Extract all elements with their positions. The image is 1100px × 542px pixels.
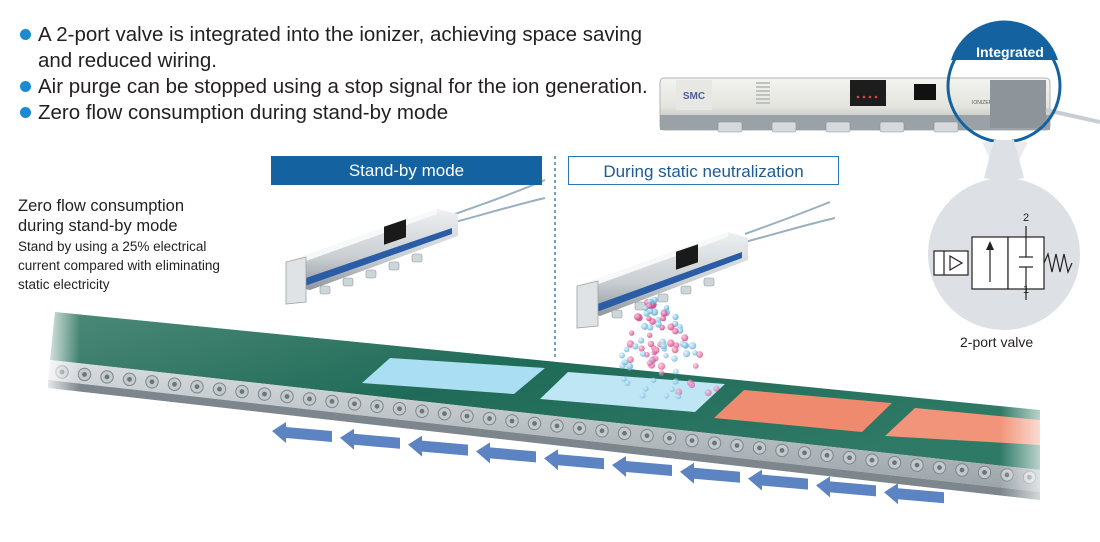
port-label-top: 2 xyxy=(1023,212,1029,224)
ion-particle xyxy=(638,337,645,344)
ion-particle xyxy=(672,378,679,385)
integrated-badge: Integrated xyxy=(976,44,1044,60)
ionizer-product-image: SMC IONIZER xyxy=(659,77,1100,133)
ion-particle xyxy=(660,315,667,322)
bullet-text: Air purge can be stopped using a stop si… xyxy=(38,75,648,98)
standby-detail-line: static electricity xyxy=(18,277,110,292)
ion-particle xyxy=(642,385,649,392)
ion-particle xyxy=(671,346,679,354)
bullet-text: Zero flow consumption during stand-by mo… xyxy=(38,101,449,124)
ion-particle xyxy=(672,313,679,321)
ion-particle xyxy=(663,393,670,399)
ion-particle xyxy=(647,324,654,331)
ion-particle xyxy=(646,360,653,366)
ion-particle xyxy=(646,316,652,322)
ion-particle xyxy=(641,322,649,330)
flow-arrow-icon xyxy=(612,456,672,477)
ion-particle xyxy=(713,385,720,392)
ion-particle xyxy=(629,330,635,336)
conveyor-direction-arrows xyxy=(272,422,944,505)
ion-particle xyxy=(671,355,678,362)
standby-title-line: during stand-by mode xyxy=(18,217,178,235)
conveyor-belt xyxy=(48,312,1040,500)
ion-particle xyxy=(650,377,657,383)
ion-particle xyxy=(692,363,699,369)
ion-particle xyxy=(632,343,639,350)
bullet-dot-icon xyxy=(20,81,31,92)
ion-particle-icon xyxy=(619,296,720,400)
ion-particle xyxy=(688,342,697,350)
ion-particle xyxy=(667,339,675,348)
ion-particle xyxy=(682,350,691,358)
flow-arrow-icon xyxy=(340,428,400,450)
ion-particle xyxy=(624,380,631,386)
ion-particle xyxy=(657,362,666,370)
flow-arrow-icon xyxy=(816,476,876,498)
ion-particle xyxy=(655,321,662,328)
standby-description: Zero flow consumption during stand-by mo… xyxy=(18,196,268,293)
ion-particle xyxy=(675,393,682,400)
flow-arrow-icon xyxy=(544,449,604,471)
ion-particle xyxy=(639,392,646,399)
bullet-item: A 2-port valve is integrated into the io… xyxy=(20,22,660,74)
bullet-dot-icon xyxy=(20,107,31,118)
flow-arrow-icon xyxy=(748,469,808,491)
brand-logo: SMC xyxy=(683,91,705,102)
standby-title-line: Zero flow consumption xyxy=(18,197,184,215)
valve-caption: 2-port valve xyxy=(960,334,1034,350)
feature-bullet-list: A 2-port valve is integrated into the io… xyxy=(20,22,660,126)
ion-particle xyxy=(659,341,667,350)
ion-particle xyxy=(619,352,625,359)
ion-particle xyxy=(647,340,655,348)
ion-particle xyxy=(653,355,659,362)
ion-particle xyxy=(634,313,642,321)
conveyor-rollers xyxy=(55,365,1037,485)
port-label-bottom: 1 xyxy=(1023,284,1029,296)
ion-particle xyxy=(642,305,649,312)
ionizer-neutralizing xyxy=(576,201,836,329)
ion-particle xyxy=(669,386,675,393)
flow-arrow-icon xyxy=(884,483,944,505)
ion-particle xyxy=(660,310,668,317)
ion-particle xyxy=(647,308,654,314)
ion-particle xyxy=(639,350,646,357)
ion-particle xyxy=(621,376,627,382)
neutralization-mode-label: During static neutralization xyxy=(568,156,839,185)
ion-particle xyxy=(667,323,675,331)
ion-particle xyxy=(658,370,665,377)
ion-particle xyxy=(663,305,670,311)
ion-particle xyxy=(704,389,712,397)
ion-particle xyxy=(623,359,629,365)
ion-particle xyxy=(663,352,669,359)
flow-arrow-icon xyxy=(272,422,332,443)
ion-particle xyxy=(696,351,703,358)
ion-particle xyxy=(672,328,679,335)
standby-detail-line: current compared with eliminating xyxy=(18,258,220,273)
ionizer-standby xyxy=(285,179,546,305)
bullet-item: Zero flow consumption during stand-by mo… xyxy=(20,100,660,126)
ion-particle xyxy=(681,341,688,349)
ion-particle xyxy=(688,381,696,389)
ion-particle xyxy=(627,356,634,363)
ion-particle xyxy=(623,346,630,353)
standby-detail-line: Stand by using a 25% electrical xyxy=(18,239,207,254)
model-label: IONIZER xyxy=(972,100,993,106)
flow-arrow-icon xyxy=(476,442,536,464)
ion-particle xyxy=(692,350,698,356)
ion-particle xyxy=(681,334,689,342)
standby-mode-label: Stand-by mode xyxy=(271,156,542,185)
ion-particle xyxy=(647,332,653,338)
ion-particle xyxy=(626,362,633,370)
flow-arrow-icon xyxy=(408,435,468,457)
flow-arrow-icon xyxy=(680,462,740,484)
bullet-text: A 2-port valve is integrated into the io… xyxy=(38,23,642,72)
bullet-dot-icon xyxy=(20,29,31,40)
bullet-item: Air purge can be stopped using a stop si… xyxy=(20,74,660,100)
ion-particle xyxy=(652,346,660,354)
ion-particle xyxy=(673,368,679,375)
ion-particle xyxy=(638,345,645,352)
solenoid-valve-symbol-icon: 2 1 xyxy=(933,212,1073,300)
